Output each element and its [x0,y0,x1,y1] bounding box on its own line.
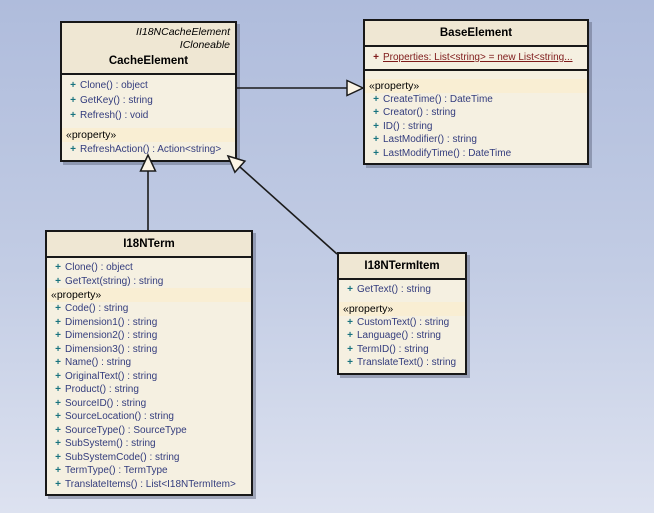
member-row: +Code() : string [47,302,251,316]
visibility-public: + [347,284,353,295]
visibility-public: + [373,107,379,118]
member-row: +Dimension3() : string [47,343,251,357]
visibility-public: + [55,397,61,409]
member-row: +ID() : string [365,120,587,134]
member-row: +SourceID() : string [47,397,251,411]
member-row: +Clone() : object [47,261,251,275]
visibility-public: + [373,134,379,145]
member-row: +TranslateItems() : List<I18NTermItem> [47,478,251,492]
member-row-static-attribute: +Properties: List<string> = new List<str… [365,51,587,65]
class-header: I18NTermItem [339,254,465,280]
visibility-public: + [55,316,61,328]
generalization-i18nterm-to-cacheelement[interactable] [139,153,157,230]
member-row: +LastModifier() : string [365,133,587,147]
class-cacheelement[interactable]: II18NCacheElement ICloneable CacheElemen… [60,21,237,162]
visibility-public: + [373,52,379,63]
member-row: +SourceType() : SourceType [47,424,251,438]
class-header: I18NTerm [47,232,251,258]
visibility-public: + [373,93,379,105]
visibility-public: + [70,110,76,121]
member-row: +Name() : string [47,356,251,370]
operations-compartment: +Clone() : object +GetText(string) : str… [47,258,251,494]
member-row: +Product() : string [47,383,251,397]
visibility-public: + [55,438,61,449]
attributes-compartment: +Properties: List<string> = new List<str… [365,47,587,71]
class-name: CacheElement [108,55,189,67]
visibility-public: + [55,411,61,422]
operations-compartment: +Clone() : object +GetKey() : string +Re… [62,75,235,160]
stereotype-property-label: «property» [365,78,587,93]
member-row: +TermID() : string [339,343,465,357]
visibility-public: + [70,144,76,155]
member-row: +OriginalText() : string [47,370,251,384]
member-row: +TermType() : TermType [47,464,251,478]
generalization-arrowhead-icon [226,154,247,174]
member-row: +RefreshAction() : Action<string> [62,142,235,157]
member-row: +CreateTime() : DateTime [365,93,587,107]
operations-compartment: +GetText() : string «property» +CustomTe… [339,280,465,373]
stereotype-property-label: «property» [62,128,235,142]
member-row: +GetText() : string [339,283,465,297]
visibility-public: + [347,330,353,341]
member-row: +Creator() : string [365,106,587,120]
stereotype-property-label: «property» [47,288,251,302]
generalization-i18ntermitem-to-cacheelement[interactable] [226,154,338,255]
interface-realization-label: II18NCacheElement [136,26,230,38]
operations-compartment: «property» +CreateTime() : DateTime +Cre… [365,71,587,164]
member-row: +Clone() : object [62,78,235,93]
class-name: I18NTerm [123,238,175,250]
visibility-public: + [55,343,61,355]
class-baseelement[interactable]: BaseElement +Properties: List<string> = … [363,19,589,165]
class-header: II18NCacheElement ICloneable CacheElemen… [62,23,235,75]
member-row: +Dimension1() : string [47,316,251,330]
class-header: BaseElement [365,21,587,47]
member-row: +SourceLocation() : string [47,410,251,424]
member-row: +CustomText() : string [339,316,465,330]
member-row: +SubSystem() : string [47,437,251,451]
member-row: +LastModifyTime() : DateTime [365,147,587,161]
visibility-public: + [55,384,61,395]
member-row: +Refresh() : void [62,108,235,123]
visibility-public: + [347,343,353,355]
member-row: +TranslateText() : string [339,356,465,370]
visibility-public: + [55,275,61,287]
visibility-public: + [55,262,61,273]
visibility-public: + [55,451,61,463]
visibility-public: + [55,478,61,490]
class-i18nterm[interactable]: I18NTerm +Clone() : object +GetText(stri… [45,230,253,496]
visibility-public: + [55,370,61,382]
visibility-public: + [70,80,76,91]
visibility-public: + [347,316,353,328]
stereotype-property-label: «property» [339,301,465,316]
generalization-arrowhead-icon [346,79,365,97]
visibility-public: + [55,303,61,314]
generalization-arrowhead-icon [139,153,157,172]
visibility-public: + [347,357,353,368]
visibility-public: + [373,147,379,159]
visibility-public: + [55,465,61,476]
interface-realization-label: ICloneable [179,39,230,51]
class-name: I18NTermItem [364,260,440,272]
generalization-cacheelement-to-baseelement[interactable] [237,79,365,97]
visibility-public: + [55,330,61,341]
member-row: +Language() : string [339,329,465,343]
member-row: +GetKey() : string [62,93,235,108]
member-row: +Dimension2() : string [47,329,251,343]
visibility-public: + [70,95,76,106]
visibility-public: + [373,120,379,132]
visibility-public: + [55,357,61,368]
visibility-public: + [55,424,61,436]
class-i18ntermitem[interactable]: I18NTermItem +GetText() : string «proper… [337,252,467,375]
member-row: +SubSystemCode() : string [47,451,251,465]
member-row: +GetText(string) : string [47,275,251,289]
class-name: BaseElement [439,27,513,39]
